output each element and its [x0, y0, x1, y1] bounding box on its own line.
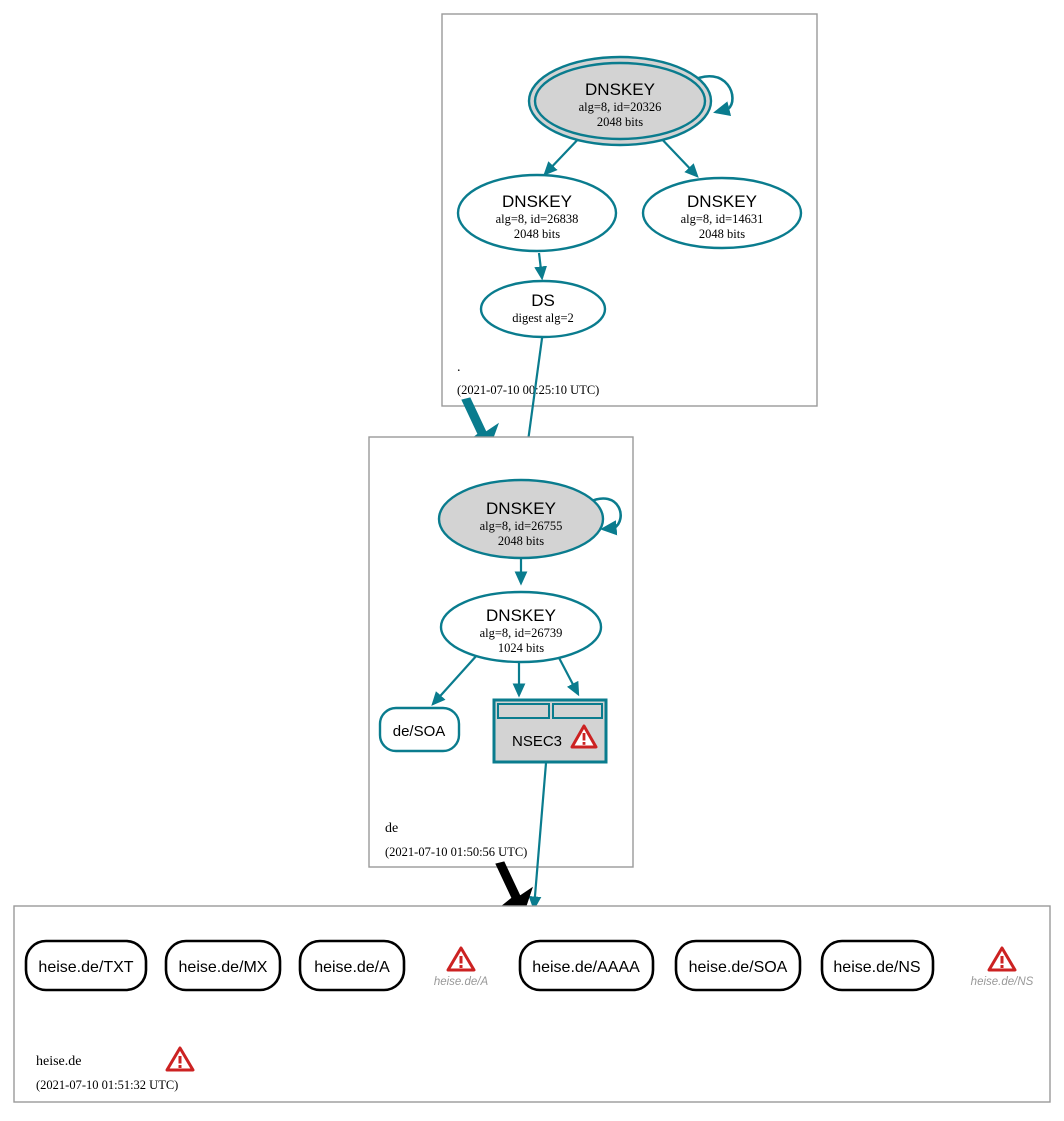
node-de-ksk-26755[interactable]: DNSKEY alg=8, id=26755 2048 bits [437, 478, 605, 560]
zone-heise-name: heise.de [36, 1054, 81, 1069]
node-de-ksk-line2: alg=8, id=26755 [480, 519, 563, 533]
node-heise-a-shape [298, 939, 406, 992]
node-heise-aaaa[interactable]: heise.de/AAAA [518, 939, 655, 992]
node-de-nsec3-header-cell-1[interactable] [497, 703, 550, 719]
node-heise-ns-label: heise.de/NS [833, 959, 920, 976]
node-heise-soa-shape [674, 939, 802, 992]
node-heise-ns-warning-label: heise.de/NS [971, 976, 1034, 988]
node-de-nsec3-label: NSEC3 [512, 733, 562, 750]
node-root-ksk-line2: alg=8, id=20326 [579, 100, 662, 114]
node-de-zsk-26739[interactable]: DNSKEY alg=8, id=26739 1024 bits [439, 590, 603, 664]
node-root-zsk-26838[interactable]: DNSKEY alg=8, id=26838 2048 bits [456, 173, 618, 253]
zone-heise-de: heise.de (2021-07-10 01:51:32 UTC) [13, 905, 1051, 1103]
node-heise-ns[interactable]: heise.de/NS [820, 939, 935, 992]
node-de-zsk-line2: alg=8, id=26739 [480, 626, 563, 640]
node-root-ds[interactable]: DS digest alg=2 [479, 279, 607, 339]
node-heise-a-warning[interactable]: heise.de/A [434, 946, 489, 988]
zone-heise-warning-icon[interactable] [165, 1046, 195, 1072]
edge-de-zsk-to-nsec3-b [556, 653, 580, 697]
node-heise-a-warning-label: heise.de/A [434, 976, 489, 988]
node-root-zsk14631-ellipse [641, 176, 803, 250]
edge-de-to-heise-delegation-insecure [495, 861, 533, 913]
zone-heise-box [13, 905, 1051, 1103]
warning-icon [987, 946, 1017, 972]
node-root-ds-ellipse [479, 279, 607, 339]
node-root-zsk26838-ellipse [456, 173, 618, 253]
node-heise-aaaa-shape [518, 939, 655, 992]
node-root-ksk-line3: 2048 bits [597, 115, 643, 129]
edge-de-ksk-selfsign [588, 497, 622, 536]
edge-de-zsk-to-soa [431, 653, 479, 706]
node-de-ksk-ellipse [437, 478, 605, 560]
node-root-ksk-20326[interactable]: DNSKEY alg=8, id=20326 2048 bits [527, 55, 713, 147]
edge-root-ksk-selfsign [688, 74, 734, 117]
node-root-zsk26838-line3: 2048 bits [514, 227, 560, 241]
node-heise-a[interactable]: heise.de/A [298, 939, 406, 992]
warning-icon [446, 946, 476, 972]
node-de-soa-shape [378, 706, 461, 753]
node-de-nsec3-header-cell-2[interactable] [552, 703, 603, 719]
node-heise-a-label: heise.de/A [314, 959, 390, 976]
node-de-zsk-line3: 1024 bits [498, 641, 544, 655]
node-root-ksk-inner-ellipse [533, 61, 707, 141]
node-root-zsk26838-title: DNSKEY [502, 192, 572, 211]
node-de-zsk-title: DNSKEY [486, 606, 556, 625]
node-heise-aaaa-label: heise.de/AAAA [532, 959, 640, 976]
warning-icon[interactable] [570, 724, 598, 749]
node-de-nsec3[interactable]: NSEC3 [492, 698, 608, 764]
node-heise-ns-shape [820, 939, 935, 992]
node-root-zsk14631-line2: alg=8, id=14631 [681, 212, 764, 226]
node-root-ksk-title: DNSKEY [585, 80, 655, 99]
node-de-soa-label: de/SOA [393, 723, 446, 740]
node-root-zsk14631-title: DNSKEY [687, 192, 757, 211]
node-root-zsk-14631[interactable]: DNSKEY alg=8, id=14631 2048 bits [641, 176, 803, 250]
node-de-ksk-line3: 2048 bits [498, 534, 544, 548]
edge-nsec3-to-heise [528, 762, 548, 911]
node-heise-soa[interactable]: heise.de/SOA [674, 939, 802, 992]
node-de-zsk-ellipse [439, 590, 603, 664]
node-heise-soa-label: heise.de/SOA [689, 959, 788, 976]
zone-heise-timestamp: (2021-07-10 01:51:32 UTC) [36, 1078, 178, 1092]
node-de-ksk-title: DNSKEY [486, 499, 556, 518]
node-root-zsk26838-line2: alg=8, id=26838 [496, 212, 579, 226]
edge-root-zsk-to-ds [534, 252, 547, 281]
node-heise-txt-shape [24, 939, 148, 992]
zone-root-name: . [457, 360, 461, 375]
node-root-ds-line2: digest alg=2 [512, 311, 574, 325]
node-heise-mx-shape [164, 939, 282, 992]
node-root-zsk14631-line3: 2048 bits [699, 227, 745, 241]
zone-de-timestamp: (2021-07-10 01:50:56 UTC) [385, 845, 527, 859]
zone-de-name: de [385, 821, 398, 836]
node-de-soa[interactable]: de/SOA [378, 706, 461, 753]
node-heise-txt-label: heise.de/TXT [38, 959, 133, 976]
node-heise-txt[interactable]: heise.de/TXT [24, 939, 148, 992]
node-heise-mx-label: heise.de/MX [179, 959, 268, 976]
node-heise-ns-warning[interactable]: heise.de/NS [971, 946, 1034, 988]
zone-root-timestamp: (2021-07-10 00:25:10 UTC) [457, 383, 599, 397]
node-root-ds-title: DS [531, 291, 555, 310]
node-heise-mx[interactable]: heise.de/MX [164, 939, 282, 992]
